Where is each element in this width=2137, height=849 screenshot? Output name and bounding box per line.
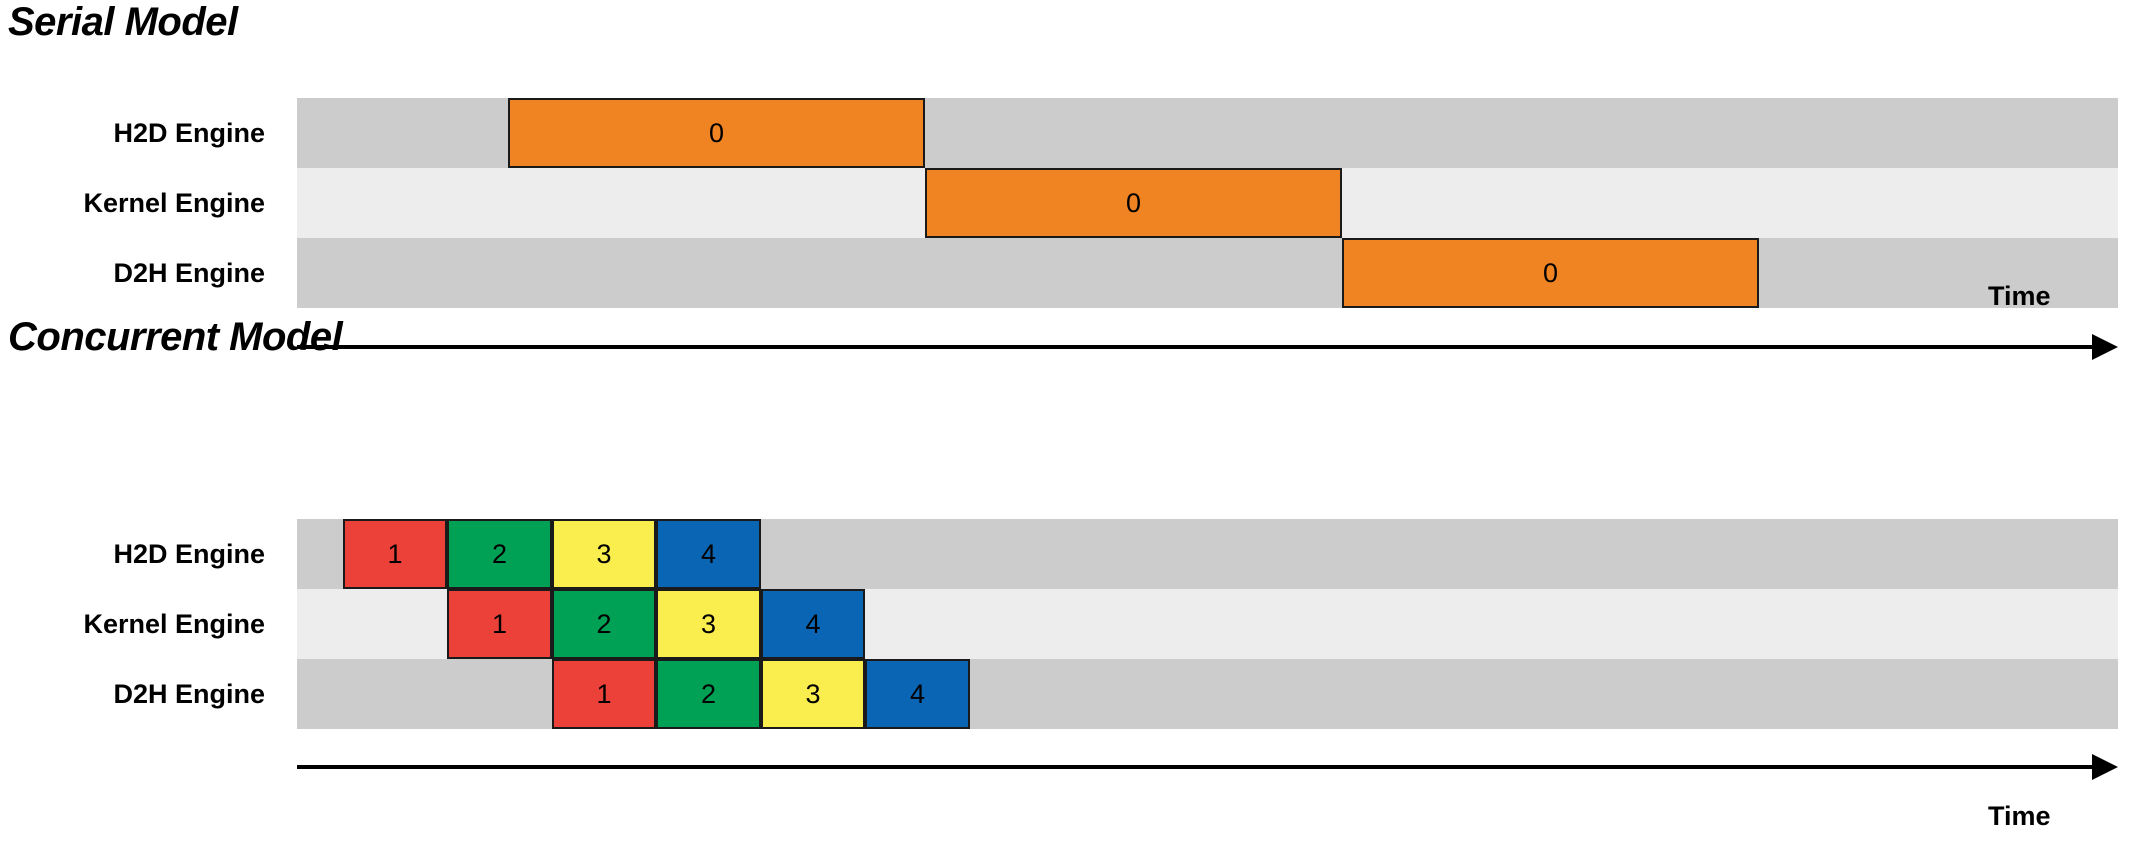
concurrent-row-label-h2d: H2D Engine [113,539,265,569]
concurrent-row-label-d2h: D2H Engine [113,679,265,709]
concurrent-block-kernel-2[interactable]: 2 [552,589,656,659]
concurrent-time-arrow-icon [2092,754,2118,780]
concurrent-block-kernel-3[interactable]: 3 [656,589,761,659]
serial-row-label-kernel: Kernel Engine [83,188,265,218]
serial-track-h2d: 0 [297,98,2118,168]
serial-block-d2h-0[interactable]: 0 [1342,238,1759,308]
serial-model-title: Serial Model [8,0,238,44]
concurrent-block-kernel-1[interactable]: 1 [447,589,552,659]
concurrent-block-kernel-4[interactable]: 4 [761,589,865,659]
concurrent-block-d2h-3[interactable]: 3 [761,659,865,729]
concurrent-block-d2h-2[interactable]: 2 [656,659,761,729]
serial-time-arrow-icon [2092,334,2118,360]
concurrent-time-axis-line [297,765,2094,769]
concurrent-track-kernel: 1 2 3 4 [297,589,2118,659]
serial-time-axis-label: Time [1988,281,2051,311]
serial-track-d2h: 0 [297,238,2118,308]
concurrent-block-h2d-1[interactable]: 1 [343,519,447,589]
concurrent-block-h2d-3[interactable]: 3 [552,519,656,589]
serial-row-label-h2d: H2D Engine [113,118,265,148]
concurrent-block-d2h-1[interactable]: 1 [552,659,656,729]
serial-block-kernel-0[interactable]: 0 [925,168,1342,238]
concurrent-block-d2h-4[interactable]: 4 [865,659,970,729]
concurrent-track-d2h: 1 2 3 4 [297,659,2118,729]
concurrent-row-label-kernel: Kernel Engine [83,609,265,639]
concurrent-block-h2d-2[interactable]: 2 [447,519,552,589]
serial-time-axis-line [297,345,2094,349]
serial-block-h2d-0[interactable]: 0 [508,98,925,168]
concurrent-model-title: Concurrent Model [8,315,343,359]
serial-row-label-d2h: D2H Engine [113,258,265,288]
concurrent-block-h2d-4[interactable]: 4 [656,519,761,589]
concurrent-time-axis-label: Time [1988,801,2051,831]
serial-track-kernel: 0 [297,168,2118,238]
concurrent-track-h2d: 1 2 3 4 [297,519,2118,589]
